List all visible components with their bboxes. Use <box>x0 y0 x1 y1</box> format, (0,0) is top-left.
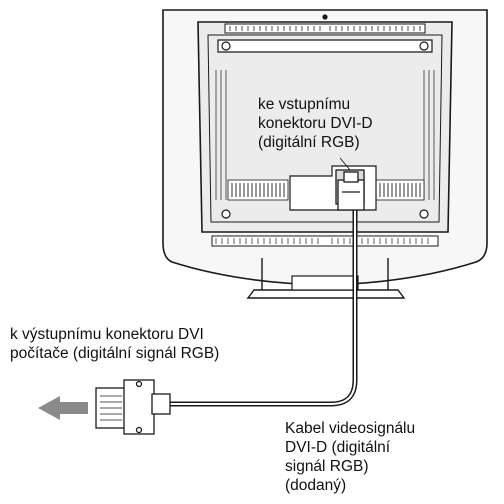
bottom-vent-slots <box>215 238 429 244</box>
dvi-plug-computer-side <box>95 379 171 435</box>
cable-label-line-1: Kabel videosignálu <box>285 420 416 437</box>
cable-label: Kabel videosignálu DVI-D (digitální sign… <box>285 419 415 495</box>
input-connector-label-line-3: (digitální RGB) <box>258 134 360 151</box>
monitor-stand-neck <box>261 258 389 290</box>
dvi-pins <box>100 395 122 421</box>
lower-left-vent <box>227 179 289 201</box>
dvi-cable-wire-core <box>168 205 356 405</box>
input-label-leader <box>339 157 351 171</box>
left-arrow-icon <box>38 396 88 420</box>
dvi-plug-monitor-side <box>337 171 365 211</box>
screw-bottom-right <box>419 209 429 219</box>
dvi-plug-body <box>123 379 155 435</box>
input-connector-label-line-2: konektoru DVI-D <box>258 115 373 132</box>
bottom-vent-band <box>211 235 439 247</box>
stand-hinge <box>291 275 359 291</box>
screw-top-right <box>419 41 429 51</box>
top-mount-bracket <box>217 39 433 53</box>
screw-top-left <box>221 41 231 51</box>
monitor-rear-view <box>162 9 488 299</box>
cable-label-line-3: signál RGB) <box>285 458 369 475</box>
computer-output-label: k výstupnímu konektoru DVI počítače (dig… <box>10 325 219 363</box>
monitor-back-panel-inner <box>207 34 443 223</box>
dvi-cable <box>168 205 358 407</box>
monitor-back-panel <box>197 21 453 233</box>
top-vent <box>224 23 426 34</box>
top-vent-slots <box>229 26 421 31</box>
right-side-vents <box>423 70 435 200</box>
dvi-plug-boot <box>151 393 171 415</box>
top-center-dot <box>322 14 328 20</box>
monitor-stand-base <box>246 289 406 299</box>
input-connector-label-line-1: ke vstupnímu <box>258 96 351 113</box>
cable-label-line-2: DVI-D (digitální <box>285 439 391 456</box>
computer-output-label-line-2: počítače (digitální signál RGB) <box>10 345 220 362</box>
left-side-vents <box>215 70 227 200</box>
input-connector-label: ke vstupnímu konektoru DVI-D (digitální … <box>258 95 373 152</box>
cable-label-line-4: (dodaný) <box>285 477 347 494</box>
computer-output-label-line-1: k výstupnímu konektoru DVI <box>10 326 204 343</box>
screw-bottom-left <box>221 209 231 219</box>
